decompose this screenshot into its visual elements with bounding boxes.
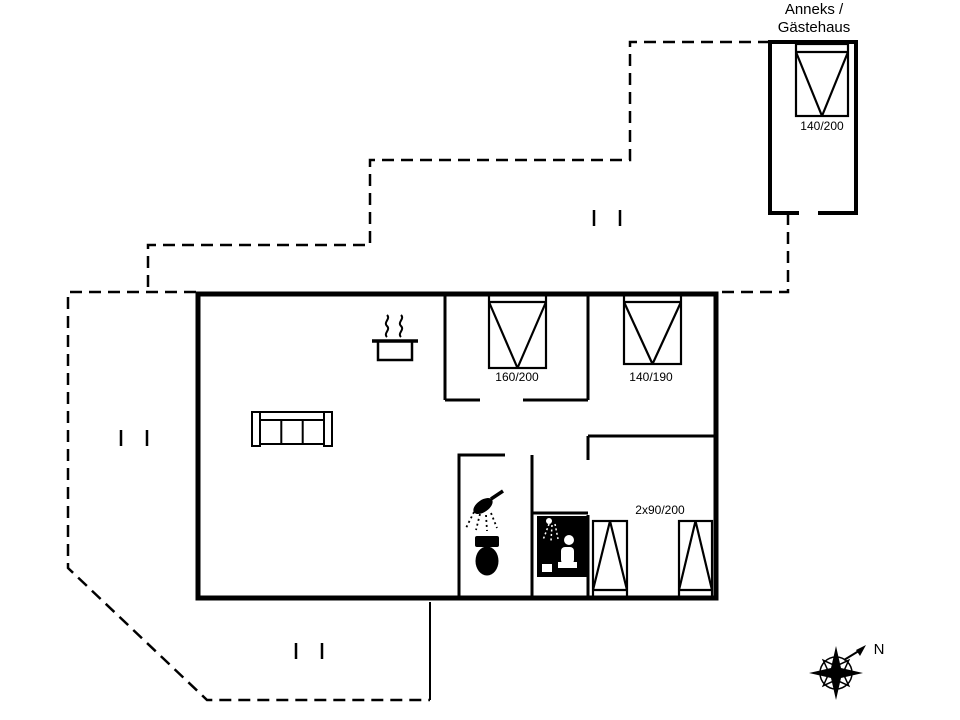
terrace-boundary-dashed bbox=[66, 40, 790, 702]
annex-label: Anneks / Gästehaus bbox=[750, 1, 878, 37]
compass-north-label: N bbox=[873, 641, 885, 658]
shower-cabin-icon bbox=[537, 516, 587, 577]
toilet-icon bbox=[475, 536, 499, 576]
terrace-opening-marks bbox=[119, 210, 622, 659]
shower-icon bbox=[465, 489, 504, 532]
steam-icon bbox=[384, 314, 404, 338]
annex-walls bbox=[768, 40, 858, 215]
house-exterior-walls bbox=[195, 291, 719, 601]
compass-rose-icon bbox=[809, 645, 866, 700]
bed-icon-90x200-left bbox=[591, 519, 629, 600]
bedroom1-bed-size-label: 160/200 bbox=[495, 370, 539, 384]
interior-walls bbox=[443, 294, 716, 598]
cooking-pot-icon bbox=[372, 339, 418, 362]
bedroom3-bed-size-label: 2x90/200 bbox=[635, 503, 685, 517]
bathroom-walls bbox=[457, 453, 534, 598]
annex-bed-size-label: 140/200 bbox=[800, 119, 844, 133]
sofa-icon bbox=[251, 411, 333, 447]
annex-label-line2: Gästehaus bbox=[777, 19, 851, 36]
bed-icon-90x200-right bbox=[677, 519, 714, 600]
annex-bed-icon bbox=[794, 42, 850, 118]
bedroom2-bed-size-label: 140/190 bbox=[629, 370, 673, 384]
bed-icon-160x200 bbox=[487, 292, 548, 370]
bed-icon-140x190 bbox=[622, 292, 683, 366]
annex-label-line1: Anneks / bbox=[784, 1, 844, 18]
